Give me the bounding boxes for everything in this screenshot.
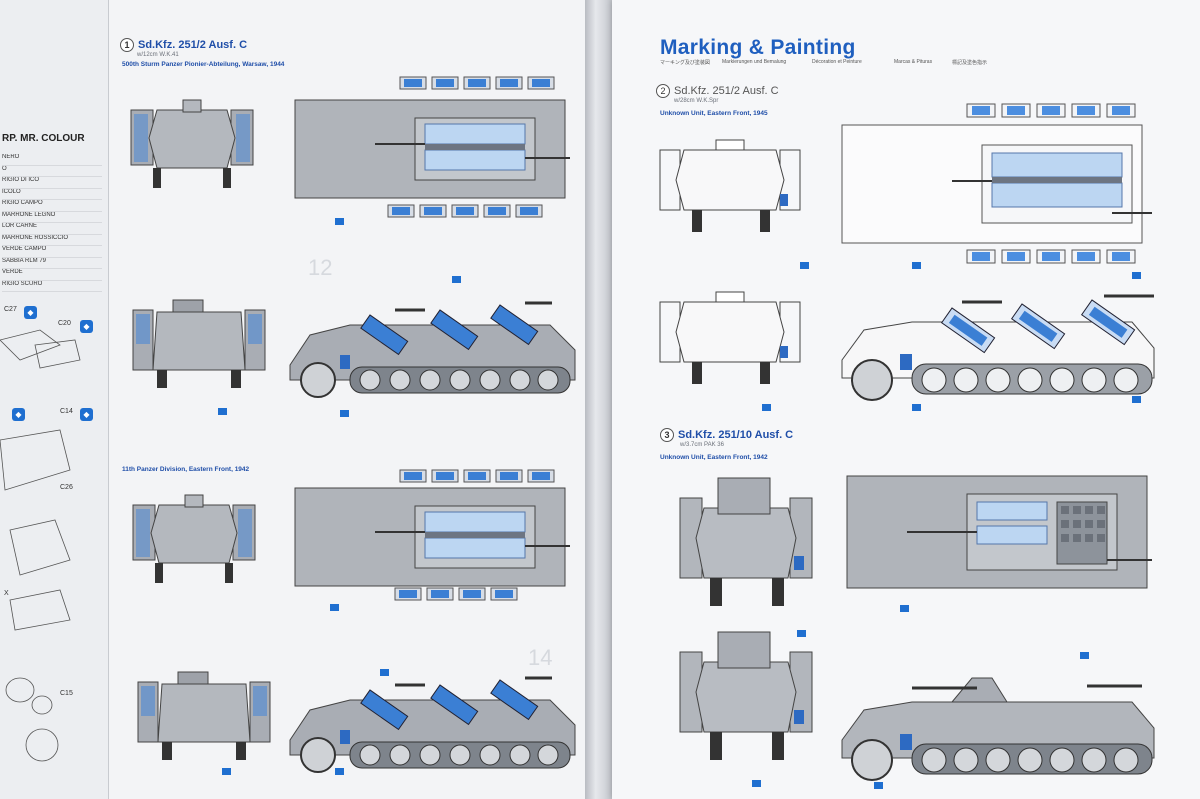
step-badge-icon: ◆ xyxy=(80,408,93,421)
colour-row: MARRONE LEGNO xyxy=(2,212,102,223)
step-badge-icon: ◆ xyxy=(80,320,93,333)
colour-row: MARRONE ROSSICCIO xyxy=(2,235,102,246)
assembly-sketches xyxy=(0,329,81,762)
part-label: C20 xyxy=(58,320,71,327)
colour-chart-margin: RP. MR. COLOUR NERO O RIGIO DI ICO ICOLO… xyxy=(0,0,109,799)
page-number: 12 xyxy=(308,255,333,280)
nav-label: Marcas & Pituras xyxy=(894,59,933,65)
left-instruction-page: RP. MR. COLOUR NERO O RIGIO DI ICO ICOLO… xyxy=(0,0,585,799)
unit-caption: Unknown Unit, Eastern Front, 1942 xyxy=(660,454,768,461)
vehicle-subtitle: w/3.7cm PAK 36 xyxy=(680,442,724,448)
nav-label: Décoration et Peinture xyxy=(812,59,862,65)
colour-row: O xyxy=(2,166,102,177)
colour-row: RIGIO CAMPO xyxy=(2,200,102,212)
vehicle-name: Sd.Kfz. 251/2 Ausf. C xyxy=(138,39,248,51)
colour-row: LOR CARNE xyxy=(2,223,102,235)
colour-row: ICOLO xyxy=(2,189,102,200)
book-gutter xyxy=(585,0,612,799)
right-instruction-page: Marking & Painting マーキング及び塗装図 Markierung… xyxy=(612,0,1200,799)
part-label: X xyxy=(4,590,9,597)
nav-label: Markierungen und Bemalung xyxy=(722,59,787,65)
page-number: 14 xyxy=(528,645,553,670)
colour-row: VERDE CAMPO xyxy=(2,246,102,258)
vehicle-1-header: 1 Sd.Kfz. 251/2 Ausf. C xyxy=(120,38,247,52)
vehicle-subtitle: w/12cm W.K.41 xyxy=(137,52,179,58)
part-label: C14 xyxy=(60,408,73,415)
nav-label: マーキング及び塗装図 xyxy=(660,60,710,66)
vehicle-number: 2 xyxy=(656,84,670,98)
unit-caption: Unknown Unit, Eastern Front, 1945 xyxy=(660,110,768,117)
colour-row: VERDE xyxy=(2,269,102,281)
vehicle-name: Sd.Kfz. 251/2 Ausf. C xyxy=(674,85,779,97)
vehicle-number: 1 xyxy=(120,38,134,52)
colour-list: NERO O RIGIO DI ICO ICOLO RIGIO CAMPO MA… xyxy=(2,154,102,292)
step-badge-icon: ◆ xyxy=(12,408,25,421)
nav-label: 標記及塗色指示 xyxy=(952,60,988,66)
colour-row: RIGIO DI ICO xyxy=(2,177,102,189)
part-label: C27 xyxy=(4,306,17,313)
vehicle-subtitle: w/28cm W.K.Spr xyxy=(674,98,719,104)
vehicle-name: Sd.Kfz. 251/10 Ausf. C xyxy=(678,429,794,441)
part-label: C26 xyxy=(60,484,73,491)
unit-caption: 11th Panzer Division, Eastern Front, 194… xyxy=(122,466,250,473)
vehicle-number: 3 xyxy=(660,428,674,442)
page-title: Marking & Painting xyxy=(660,36,856,59)
step-badge-icon: ◆ xyxy=(24,306,37,319)
part-label: C15 xyxy=(60,690,73,697)
unit-caption: 500th Sturm Panzer Pionier-Abteilung, Wa… xyxy=(122,61,285,68)
vehicle-3-header: 3 Sd.Kfz. 251/10 Ausf. C xyxy=(660,428,793,442)
vehicle-2-header: 2 Sd.Kfz. 251/2 Ausf. C xyxy=(656,84,779,98)
colour-row: NERO xyxy=(2,154,102,166)
vehicle-2-3-drawings xyxy=(659,103,1156,789)
colour-row: RIGIO SCURO xyxy=(2,281,102,292)
colour-chart-heading: RP. MR. COLOUR xyxy=(2,133,85,144)
vehicle-1-drawings xyxy=(130,76,577,775)
colour-row: SABBIA RLM 79 xyxy=(2,258,102,269)
